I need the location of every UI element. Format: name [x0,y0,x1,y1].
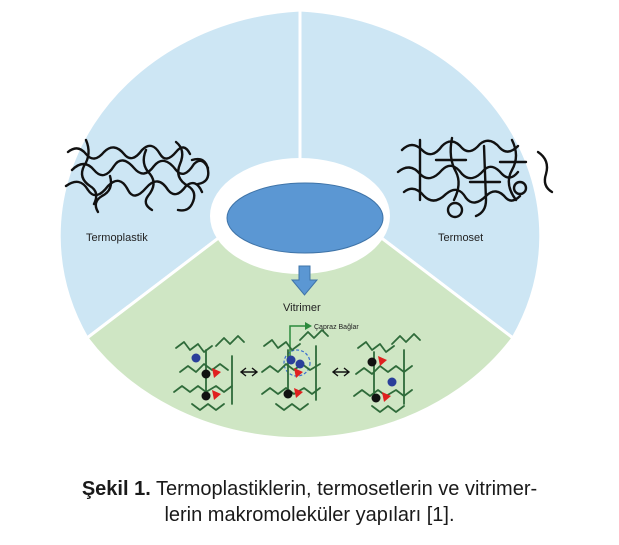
crosslink-arrowhead-icon [305,322,312,330]
crosslink-black-dot [283,389,293,399]
label-termoset: Termoset [438,232,483,244]
vitrimer-panel [173,322,421,413]
caption-text-1: Termoplastiklerin, termosetlerin ve vitr… [150,478,538,500]
caption-prefix: Şekil 1. [81,478,151,500]
termoset-network [396,136,554,219]
caption-line-2: lerin makromoleküler yapıları [1]. [0,502,619,528]
crosslink-blue-dot [191,353,201,363]
crosslink-black-dot [371,393,381,403]
center-blue-ellipse [226,182,384,254]
crosslink-red-marker [294,368,303,378]
caption-line-1: Şekil 1. Termoplastiklerin, termosetleri… [0,476,619,502]
vitrimer-cluster-middle [261,329,329,411]
crosslink-red-marker [294,388,303,398]
termoplastik-chains [64,138,210,214]
label-termoplastik: Termoplastik [86,232,148,244]
label-crosslink: Çapraz Bağlar [314,324,359,331]
crosslink-black-dot [367,357,377,367]
crosslink-black-dot [201,369,211,379]
crosslink-red-marker [378,356,387,366]
exchange-arrow-icon [239,367,259,377]
crosslink-red-marker [382,392,391,402]
caption-text-2: lerin makromoleküler yapıları [1]. [164,504,455,526]
label-vitrimer: Vitrimer [283,302,321,314]
vitrimer-cluster-right [353,333,421,413]
figure-caption: Şekil 1. Termoplastiklerin, termosetleri… [0,476,619,528]
vitrimer-cluster-left [173,335,245,411]
crosslink-blue-dot [387,377,397,387]
crosslink-red-marker [212,368,221,378]
crosslink-red-marker [212,390,221,400]
exchange-arrow-icon [331,367,351,377]
crosslink-black-dot [201,391,211,401]
down-arrow-icon [290,265,319,296]
sector-vitrimer [84,174,516,441]
crosslink-blue-dot [286,355,296,365]
crosslink-blue-dot [295,359,305,369]
